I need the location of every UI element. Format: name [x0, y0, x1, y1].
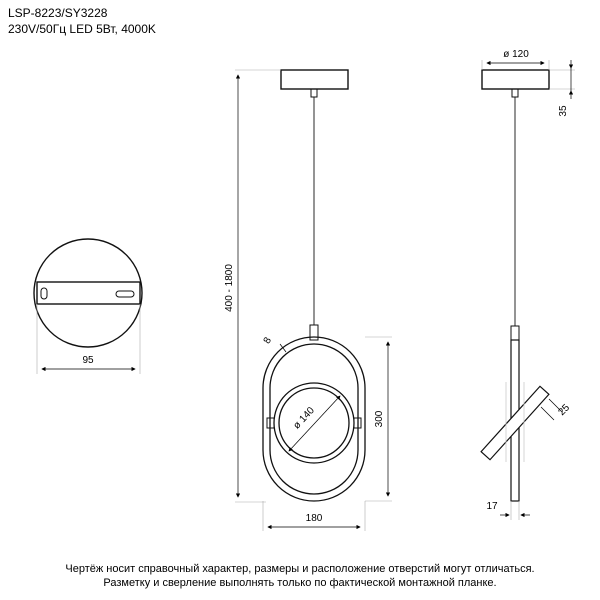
canopy-cable-grip [310, 88, 318, 98]
front-view: 400 - 1800 8 ø 140 300 180 [224, 69, 392, 531]
mounting-plate-view: 95 [33, 238, 143, 374]
canopy-side [481, 69, 550, 90]
body-height-label: 300 [374, 410, 385, 427]
side-depth-label: 17 [486, 501, 498, 512]
model-number: LSP-8223/SY3228 [8, 6, 108, 20]
inner-diameter-label: ø 140 [291, 405, 317, 432]
side-view: ø 120 35 25 17 [480, 49, 575, 520]
mounting-bar [36, 281, 141, 305]
inner-ring-inner-edge [278, 387, 350, 459]
technical-drawing: 95 400 - 1800 8 ø 140 300 [33, 49, 575, 531]
pivot-right [353, 417, 362, 429]
electrical-specs: 230V/50Гц LED 5Вт, 4000K [8, 22, 156, 36]
outer-ring-outer-edge [262, 336, 366, 502]
ring-thickness-label: 8 [262, 335, 275, 346]
disclaimer-line-2: Разметку и сверление выполнять только по… [103, 577, 497, 589]
canopy-bottom-circle [33, 238, 143, 348]
disc-width-label: 25 [556, 402, 572, 418]
canopy-side-cable-grip [511, 88, 519, 98]
inner-ring-outer-edge [273, 382, 355, 464]
mounting-slot-right [115, 290, 135, 298]
canopy-height-label: 35 [558, 105, 569, 117]
tilted-disc-side [480, 385, 550, 461]
suspension-length-label: 400 - 1800 [224, 264, 235, 312]
pivot-left [266, 417, 275, 429]
outer-ring-inner-edge [269, 343, 359, 495]
mounting-slot-left [40, 287, 48, 300]
canopy-diameter-label: ø 120 [503, 49, 529, 60]
side-cable-connector [510, 325, 520, 341]
disclaimer-line-1: Чертёж носит справочный характер, размер… [65, 563, 535, 575]
canopy-front [280, 69, 349, 90]
body-width-label: 180 [306, 513, 323, 524]
body-cable-connector [309, 324, 319, 341]
base-width-label: 95 [82, 355, 94, 366]
inner-diameter-dimension-line [288, 395, 341, 452]
